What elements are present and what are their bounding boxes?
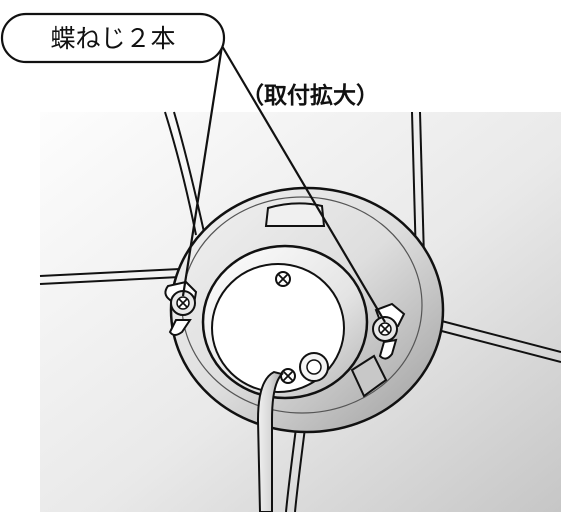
wing-screw-icon [372,302,406,360]
ceiling-grid-lines [39,111,561,512]
callout-bubble: 蝶ねじ２本 [0,12,226,64]
callout-label: 蝶ねじ２本 [50,24,175,53]
figure-caption: （取付拡大） [241,82,379,109]
callout-leader-lines [181,45,386,323]
phillips-screw-icon [275,271,291,287]
phillips-screw-icon [280,368,296,384]
wing-screw-icon [164,280,198,336]
cable-icon [256,370,284,512]
adjust-knob [299,352,329,382]
